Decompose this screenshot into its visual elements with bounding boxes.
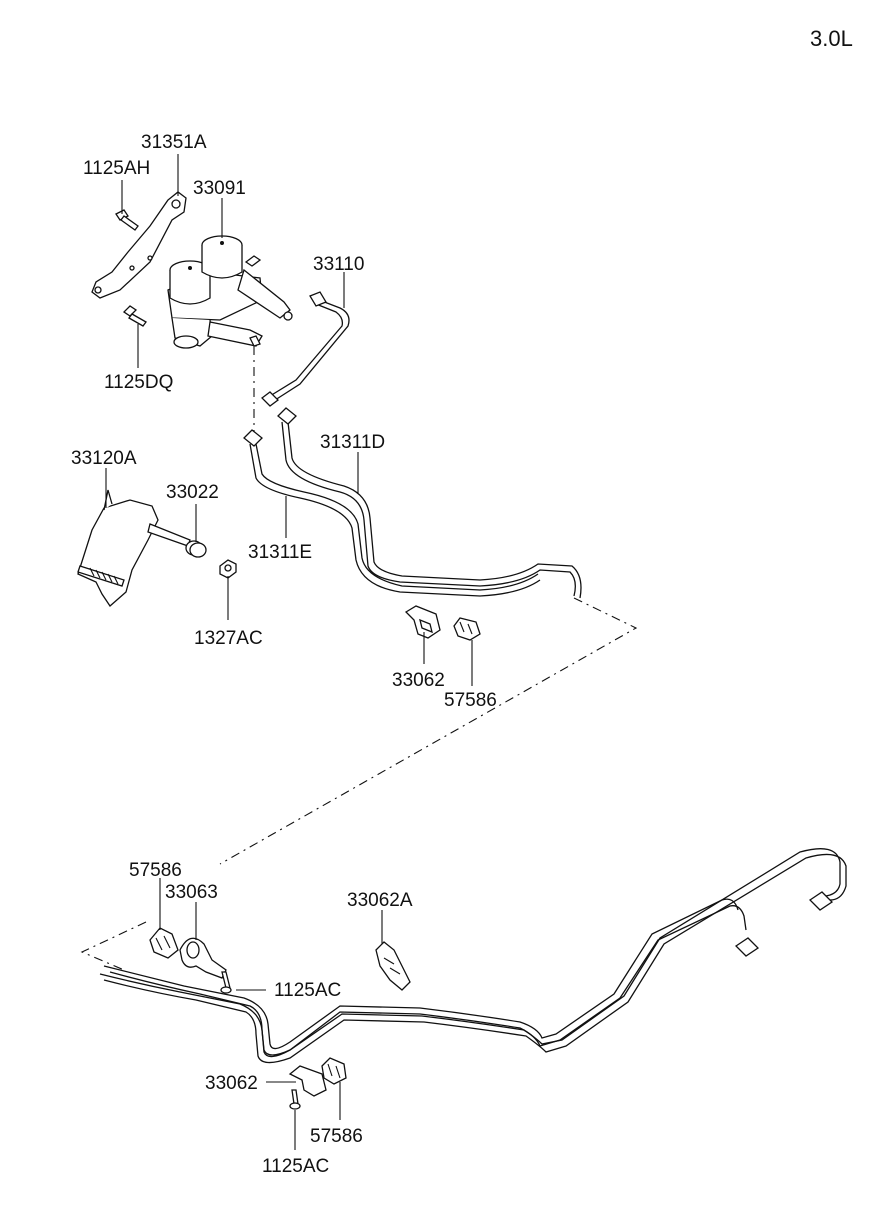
label-1125ac-bottom: 1125AC bbox=[262, 1156, 329, 1177]
label-31311d: 31311D bbox=[320, 432, 385, 453]
brake-pipe-31311d[interactable] bbox=[277, 407, 582, 599]
label-33063: 33063 bbox=[165, 882, 218, 903]
engine-version-label: 3.0L bbox=[810, 26, 853, 51]
guide-line-upper-to-lower bbox=[219, 597, 638, 865]
brake-pipe-lower[interactable] bbox=[99, 848, 847, 1064]
label-1125ah: 1125AH bbox=[83, 158, 150, 179]
guide-line-lower-left bbox=[80, 921, 147, 971]
label-33091: 33091 bbox=[193, 178, 246, 199]
label-57586-top: 57586 bbox=[444, 690, 497, 711]
label-57586-left: 57586 bbox=[129, 860, 182, 881]
label-33022: 33022 bbox=[166, 482, 219, 503]
label-33110: 33110 bbox=[313, 254, 364, 275]
label-33062a: 33062A bbox=[347, 890, 413, 911]
bracket-31351a[interactable] bbox=[91, 191, 187, 299]
clip-33062-bottom[interactable] bbox=[288, 1065, 327, 1097]
bolt-1125dq[interactable] bbox=[122, 305, 147, 327]
clip-57586-top[interactable] bbox=[453, 617, 481, 641]
label-1125dq: 1125DQ bbox=[104, 372, 173, 393]
label-33120a: 33120A bbox=[71, 448, 137, 469]
label-33062-top: 33062 bbox=[392, 670, 445, 691]
brake-tube-33110[interactable] bbox=[261, 291, 350, 407]
leader-lines bbox=[105, 154, 473, 1150]
bolt-1125ac-bottom[interactable] bbox=[289, 1089, 301, 1110]
clip-33062a[interactable] bbox=[375, 941, 411, 991]
clip-57586-bottom[interactable] bbox=[321, 1057, 347, 1085]
mounting-bracket-33120a[interactable] bbox=[77, 489, 191, 607]
clip-33062-top[interactable] bbox=[404, 605, 441, 639]
proportioning-valve-33091[interactable] bbox=[167, 235, 293, 349]
nut-1327ac[interactable] bbox=[219, 559, 237, 579]
bolt-1125ah[interactable] bbox=[115, 209, 139, 231]
clip-57586-left[interactable] bbox=[149, 927, 179, 959]
clamp-33063[interactable] bbox=[179, 937, 227, 979]
label-33062-bottom: 33062 bbox=[205, 1073, 258, 1094]
label-1327ac: 1327AC bbox=[194, 628, 263, 649]
bushing-33022[interactable] bbox=[185, 540, 207, 558]
label-31351a: 31351A bbox=[141, 132, 207, 153]
label-31311e: 31311E bbox=[248, 542, 312, 563]
label-1125ac-mid: 1125AC bbox=[274, 980, 341, 1001]
bolt-1125ac-mid[interactable] bbox=[220, 971, 232, 994]
brake-pipe-31311e[interactable] bbox=[243, 429, 541, 597]
label-57586-bottom: 57586 bbox=[310, 1126, 363, 1147]
